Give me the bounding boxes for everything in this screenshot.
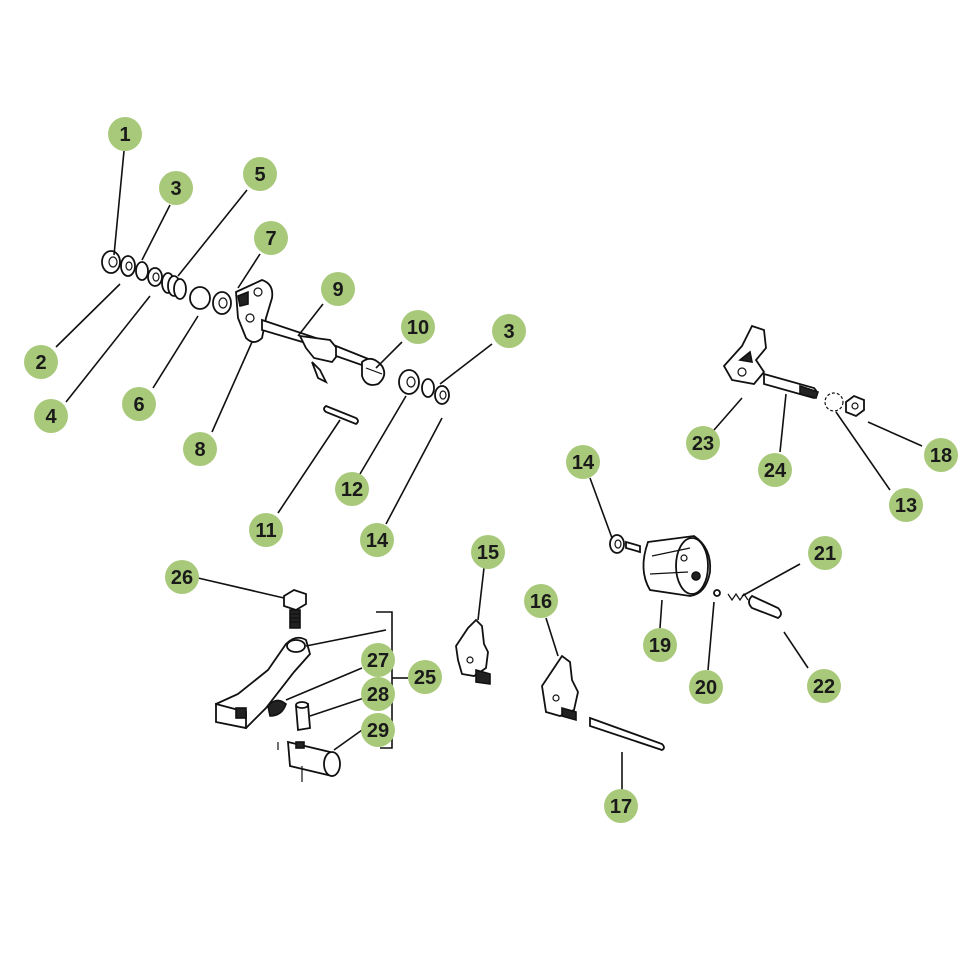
callout-18: 18 xyxy=(924,438,958,472)
callout-1: 1 xyxy=(108,117,142,151)
callout-14-right: 14 xyxy=(566,445,600,479)
callout-29-label: 29 xyxy=(367,720,389,742)
callout-14-left: 14 xyxy=(360,523,394,557)
callout-23: 23 xyxy=(686,426,720,460)
callout-25-label: 25 xyxy=(414,667,436,689)
callout-6-label: 6 xyxy=(133,394,144,416)
callout-8: 8 xyxy=(183,432,217,466)
part-29-shaft xyxy=(277,740,341,782)
callout-9: 9 xyxy=(321,272,355,306)
part-15-shift-fork xyxy=(455,618,491,685)
callout-15-label: 15 xyxy=(477,542,499,564)
callout-22: 22 xyxy=(807,669,841,703)
callout-5: 5 xyxy=(243,157,277,191)
callout-14b-label: 14 xyxy=(572,452,595,474)
right-shaft-assembly xyxy=(722,324,865,418)
part-6-bush xyxy=(189,286,232,315)
callout-7: 7 xyxy=(254,221,288,255)
callout-16-label: 16 xyxy=(530,591,552,613)
callout-11: 11 xyxy=(249,513,283,547)
callout-21: 21 xyxy=(808,536,842,570)
callout-16: 16 xyxy=(524,584,558,618)
callout-2-label: 2 xyxy=(35,352,46,374)
part-26-bolt xyxy=(283,589,307,629)
callout-19-label: 19 xyxy=(649,635,671,657)
callout-6: 6 xyxy=(122,387,156,421)
callout-3b-label: 3 xyxy=(503,321,514,343)
callout-20-label: 20 xyxy=(695,677,717,699)
shift-arm-assembly xyxy=(215,589,341,782)
callout-9-label: 9 xyxy=(332,279,343,301)
callout-10: 10 xyxy=(401,310,435,344)
part-25-shift-arm xyxy=(215,636,312,730)
callout-13: 13 xyxy=(889,488,923,522)
callout-8-label: 8 xyxy=(194,439,205,461)
callout-7-label: 7 xyxy=(265,228,276,250)
callout-4: 4 xyxy=(34,399,68,433)
part-1-nut xyxy=(101,250,121,274)
leader-lines xyxy=(55,150,923,790)
part-11-pin xyxy=(323,404,359,426)
fork-rod-assembly xyxy=(455,618,665,751)
callout-17-label: 17 xyxy=(610,796,632,818)
part-19-selector-drum xyxy=(642,535,712,597)
part-4-spring-washer xyxy=(147,267,163,287)
part-14-washer-left xyxy=(609,534,641,554)
callout-27: 27 xyxy=(361,643,395,677)
part-23-selector-fork xyxy=(722,324,767,385)
callout-11-label: 11 xyxy=(255,520,276,542)
part-5-spring xyxy=(161,272,187,300)
part-17-fork-rod xyxy=(589,716,665,751)
callout-28-label: 28 xyxy=(367,684,389,706)
callout-19: 19 xyxy=(643,628,677,662)
callout-24: 24 xyxy=(758,453,792,487)
callout-25: 25 xyxy=(408,660,442,694)
callout-3-top: 3 xyxy=(159,171,193,205)
upper-shaft-assembly xyxy=(101,250,450,426)
part-3-washer xyxy=(135,261,149,281)
part-8-lever-plate xyxy=(235,279,274,343)
callout-13-label: 13 xyxy=(895,495,917,517)
callout-29: 29 xyxy=(361,713,395,747)
selector-drum-assembly xyxy=(609,534,782,620)
part-24-shaft xyxy=(763,372,820,399)
callout-27-label: 27 xyxy=(367,650,389,672)
callout-15: 15 xyxy=(471,535,505,569)
callout-22-label: 22 xyxy=(813,676,835,698)
callout-24-label: 24 xyxy=(764,460,787,482)
callout-28: 28 xyxy=(361,677,395,711)
part-12-washer xyxy=(398,369,420,395)
part-3-washer-right xyxy=(421,378,450,405)
part-13-star-washer xyxy=(824,392,844,412)
callout-10-label: 10 xyxy=(407,317,429,339)
callout-12-label: 12 xyxy=(341,479,363,501)
callout-2: 2 xyxy=(24,345,58,379)
callout-5-label: 5 xyxy=(254,164,265,186)
part-20-ball xyxy=(713,589,721,597)
part-28-pin xyxy=(295,701,311,732)
callout-17: 17 xyxy=(604,789,638,823)
part-27-spring xyxy=(267,699,287,717)
callout-23-label: 23 xyxy=(692,433,714,455)
part-2-washer xyxy=(120,255,136,277)
callout-1-label: 1 xyxy=(119,124,130,146)
part-9-shaft xyxy=(261,318,377,385)
part-16-shift-fork xyxy=(541,654,579,722)
callout-14-label: 14 xyxy=(366,530,389,552)
callout-3-label: 3 xyxy=(170,178,181,200)
callout-20: 20 xyxy=(689,670,723,704)
part-18-nut xyxy=(845,394,865,418)
callout-18-label: 18 xyxy=(930,445,952,467)
callout-4-label: 4 xyxy=(45,406,57,428)
callout-26: 26 xyxy=(165,560,199,594)
part-22-plunger xyxy=(748,594,782,620)
callout-12: 12 xyxy=(335,472,369,506)
callout-3-right: 3 xyxy=(492,314,526,348)
callout-21-label: 21 xyxy=(814,543,836,565)
callout-26-label: 26 xyxy=(171,567,193,589)
